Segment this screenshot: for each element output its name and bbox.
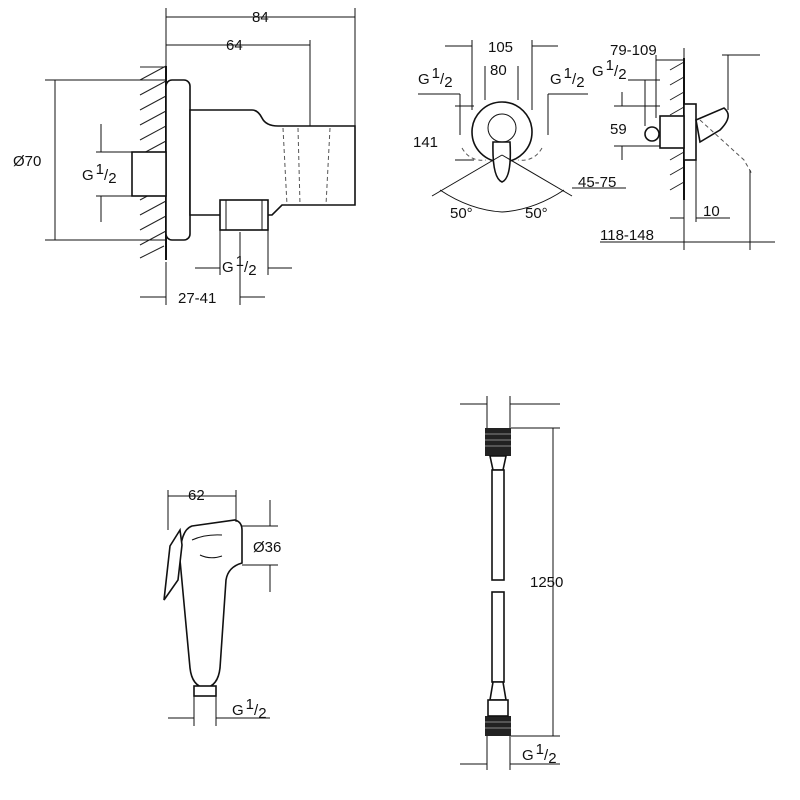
outlet-body [189,109,356,216]
outlet-thread [219,199,269,231]
hose-lower-segment [491,591,505,683]
dim-body-depth: 64 [226,37,243,54]
mixer-lever-side [695,107,729,144]
wall-hatch [139,65,167,259]
hose-bottom-nut [485,716,511,736]
dim-range-depth: 45-75 [578,174,616,191]
angle-right: 50° [525,205,548,222]
hose-upper-segment [491,469,505,581]
mixer-body [659,115,685,149]
lever-rotation-ghost [461,147,543,161]
angle-left: 50° [450,205,473,222]
dim-range-bottom: 118-148 [600,227,654,244]
outlet-flange [165,79,191,241]
holder-hidden-lines [282,127,331,206]
mixer-connector [644,126,660,142]
dim-shower-length: 62 [188,487,205,504]
dim-side-height: 59 [610,121,627,138]
dim-range-top: 79-109 [610,42,657,59]
dim-width-outer: 105 [488,39,513,56]
lever-side-ghost [699,119,753,175]
mixer-wall-hatch [669,61,685,191]
hand-shower-thread [193,685,217,697]
dim-height: 141 [413,134,438,151]
dim-overall-depth: 84 [252,9,269,26]
hand-shower-trigger [163,527,183,601]
mixer-lever [492,141,512,183]
mixer-cover-plate [683,103,697,161]
dim-diameter: Ø70 [13,153,41,170]
hand-shower-body [179,519,243,689]
dim-shower-diameter: Ø36 [253,539,281,556]
dim-hose-length: 1250 [530,574,563,591]
hose-top-nut [485,428,511,456]
dim-range: 27-41 [178,290,216,307]
dim-width-inner: 80 [490,62,507,79]
dim-small: 10 [703,203,720,220]
inlet-thread [131,151,167,197]
